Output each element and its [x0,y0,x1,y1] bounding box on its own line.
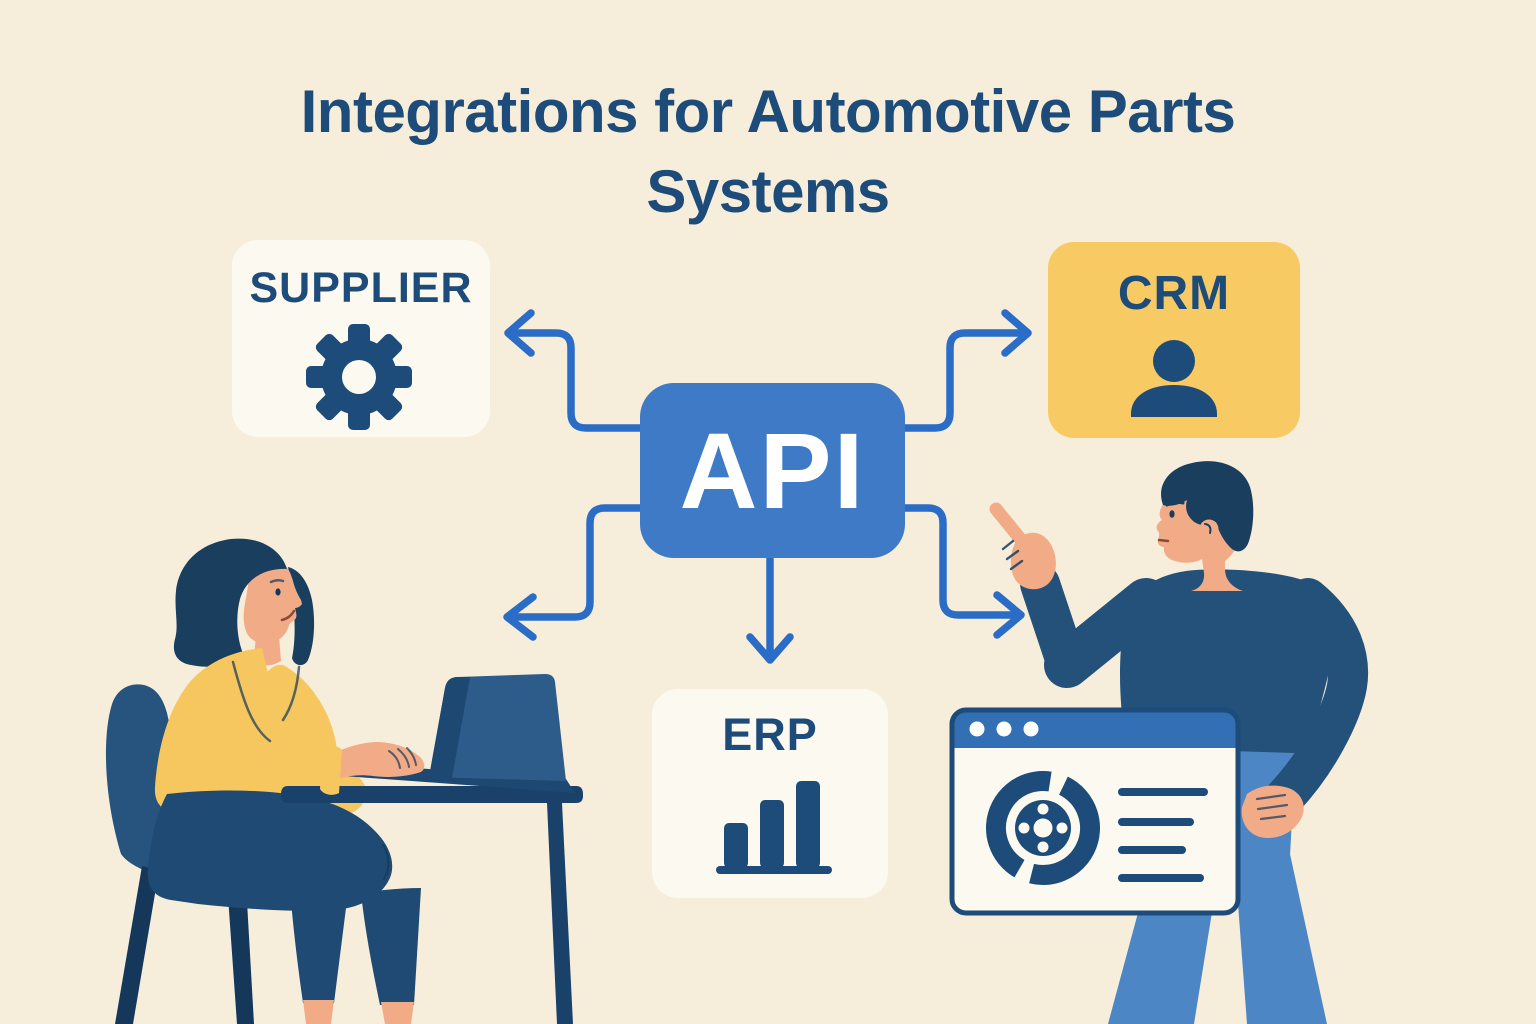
window-control-dot [996,721,1012,737]
brake-disc-bolt [1056,822,1068,834]
node-crm: CRM [1048,242,1300,438]
finger-line [1259,814,1287,821]
pointing-hand-knuckles [1001,539,1024,571]
window-control-dot [1023,721,1039,737]
page-title: Integrations for Automotive Parts System… [300,78,1236,225]
user-icon-head [1153,340,1195,382]
supplier-label: SUPPLIER [249,264,473,312]
woman-eyebrow [269,578,285,584]
finger-line [406,747,417,766]
arrow-api-to-lower-right [900,504,1025,639]
finger-line [397,748,410,768]
woman-near-leg [291,900,347,1003]
woman-hair [173,538,287,667]
knee-seam [382,844,390,880]
finger-line [1255,793,1287,801]
bar-chart-icon [716,781,832,874]
arrow-api-to-erp [746,555,794,664]
man-pointing-forearm [1020,564,1087,685]
woman-eye [275,588,281,596]
sweater-seam [281,665,301,722]
node-api: API [640,383,905,558]
window-titlebar [952,710,1238,748]
brake-disc-icon [986,771,1100,885]
sweater-cuff [320,746,342,795]
desk-leg [547,803,573,1024]
arrow-api-to-crm [900,309,1032,432]
window-text-line [1118,874,1204,882]
brake-disc-center-hole [1033,818,1053,838]
man-torso [1120,569,1337,753]
browser-window [949,707,1241,916]
knuckle-line [1009,559,1024,571]
arrow-api-to-lower-left [503,504,645,641]
node-erp: ERP [652,689,888,898]
man-index-finger [989,502,1029,548]
typing-hand-fingers [388,747,417,769]
arrow-api-to-supplier [504,309,645,432]
brake-disc-bolt [1018,822,1030,834]
brake-disc-bolt [1037,841,1049,853]
man-arm-on-hip [1264,578,1369,818]
window-frame [949,707,1241,916]
woman-near-foot [303,1000,334,1024]
window-text-line [1118,818,1194,826]
woman-smile [280,609,296,622]
knuckle-line [1001,539,1015,551]
node-supplier: SUPPLIER [232,240,490,437]
man-ear [1199,519,1219,539]
woman-far-foot [381,1002,414,1024]
typing-hand [322,742,425,781]
brake-disc-outer-ring [986,771,1100,885]
man-hair [1161,461,1254,552]
user-icon [1131,340,1217,417]
bar-chart-bar [760,800,784,868]
gear-hole [342,360,376,394]
man-ear-line [1204,523,1212,534]
man-right-leg [1234,850,1327,1024]
bar-chart-bar [796,781,820,868]
finger-line [1256,803,1289,811]
bar-chart-baseline [716,866,832,874]
woman-far-leg [361,888,421,1005]
window-text-line [1118,788,1208,796]
brake-disc-bolt [1037,803,1049,815]
erp-label: ERP [722,709,818,760]
user-icon-body [1131,385,1217,417]
bar-chart-bar [724,823,748,868]
window-control-dot [969,721,985,737]
woman-face [243,559,302,644]
woman-sweater-sleeve [257,664,339,796]
gear-icon [306,324,412,430]
chair-rear-leg [115,866,159,1024]
man-eye [1169,510,1175,518]
crm-label: CRM [1117,267,1231,320]
man-mouth [1157,538,1170,543]
chair-front-leg [227,882,254,1024]
desk-top [281,786,583,803]
woman-pants-hip [147,790,393,911]
sweater-seam [231,660,272,743]
laptop-screen-rim [429,677,470,778]
man-hip-hand [1241,785,1304,839]
hip-hand-fingers [1255,793,1289,821]
woman-typing-on-laptop [105,538,583,1024]
window-text-line [1118,846,1186,854]
api-label: API [679,410,866,531]
finger-line [388,750,401,769]
knuckle-line [1005,549,1020,561]
